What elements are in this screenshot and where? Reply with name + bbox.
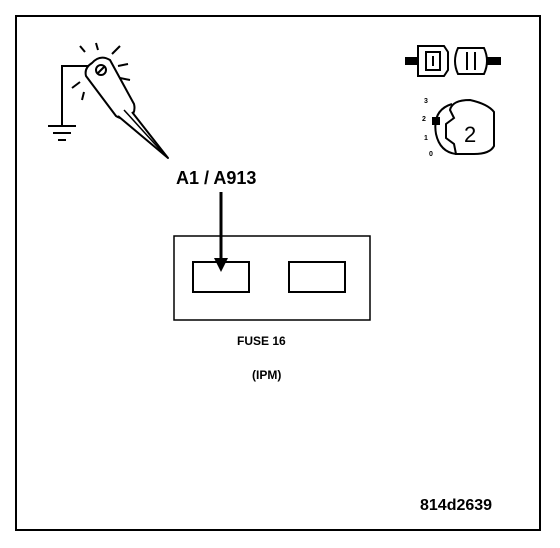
disconnected-connector-icon xyxy=(405,45,501,77)
figure-id: 814d2639 xyxy=(420,497,493,514)
fuse-block xyxy=(173,235,371,321)
ignition-position-1: 1 xyxy=(424,135,428,142)
ignition-position-0: 0 xyxy=(429,151,433,158)
ignition-position-3: 3 xyxy=(424,98,428,105)
ignition-key-icon xyxy=(432,98,495,155)
fuse-cavity-right xyxy=(288,261,346,293)
ignition-selected-position: 2 xyxy=(464,122,477,147)
ground-symbol-icon xyxy=(48,65,91,141)
probe-arrow xyxy=(214,192,228,272)
fuse-label: FUSE 16 xyxy=(237,334,286,348)
test-light-icon xyxy=(71,42,169,159)
fuse-cavity-left xyxy=(192,261,250,293)
pin-label: A1 / A913 xyxy=(176,168,257,188)
ignition-position-2: 2 xyxy=(422,116,426,123)
module-label: (IPM) xyxy=(252,368,282,382)
